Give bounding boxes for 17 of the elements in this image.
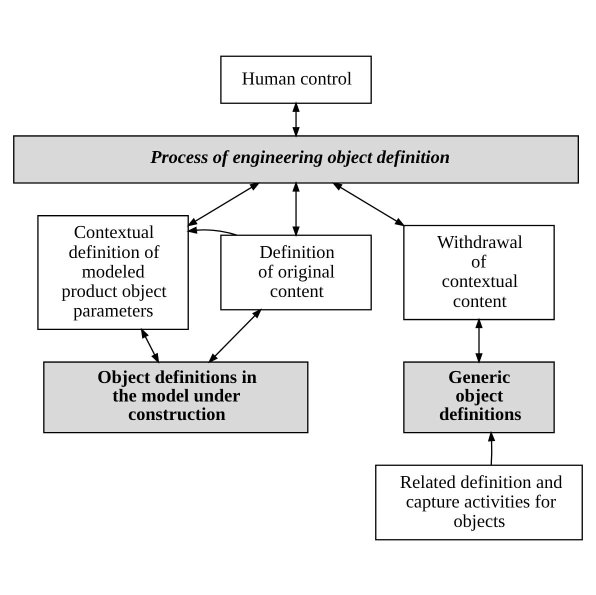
node-box: Human control (220, 55, 372, 104)
arrow (475, 317, 483, 364)
node-box: Process of engineering object definition (13, 134, 579, 184)
arrow (140, 327, 160, 364)
arrow (186, 226, 237, 236)
node-box: Object definitions in the model under construction (43, 360, 308, 433)
arrow (488, 430, 496, 465)
node-box: Definition of original content (220, 234, 372, 310)
arrow (292, 100, 300, 138)
arrow (186, 182, 260, 226)
node-box: Generic object definitions (403, 360, 555, 433)
arrow (208, 308, 262, 363)
node-box: Related definition and capture activities for objects (375, 464, 583, 540)
node-box: Withdrawal of contextual content (403, 224, 555, 320)
arrow (292, 180, 300, 236)
node-box: Contextual definition of modeled product object parameters (37, 214, 189, 330)
arrow (332, 182, 406, 226)
